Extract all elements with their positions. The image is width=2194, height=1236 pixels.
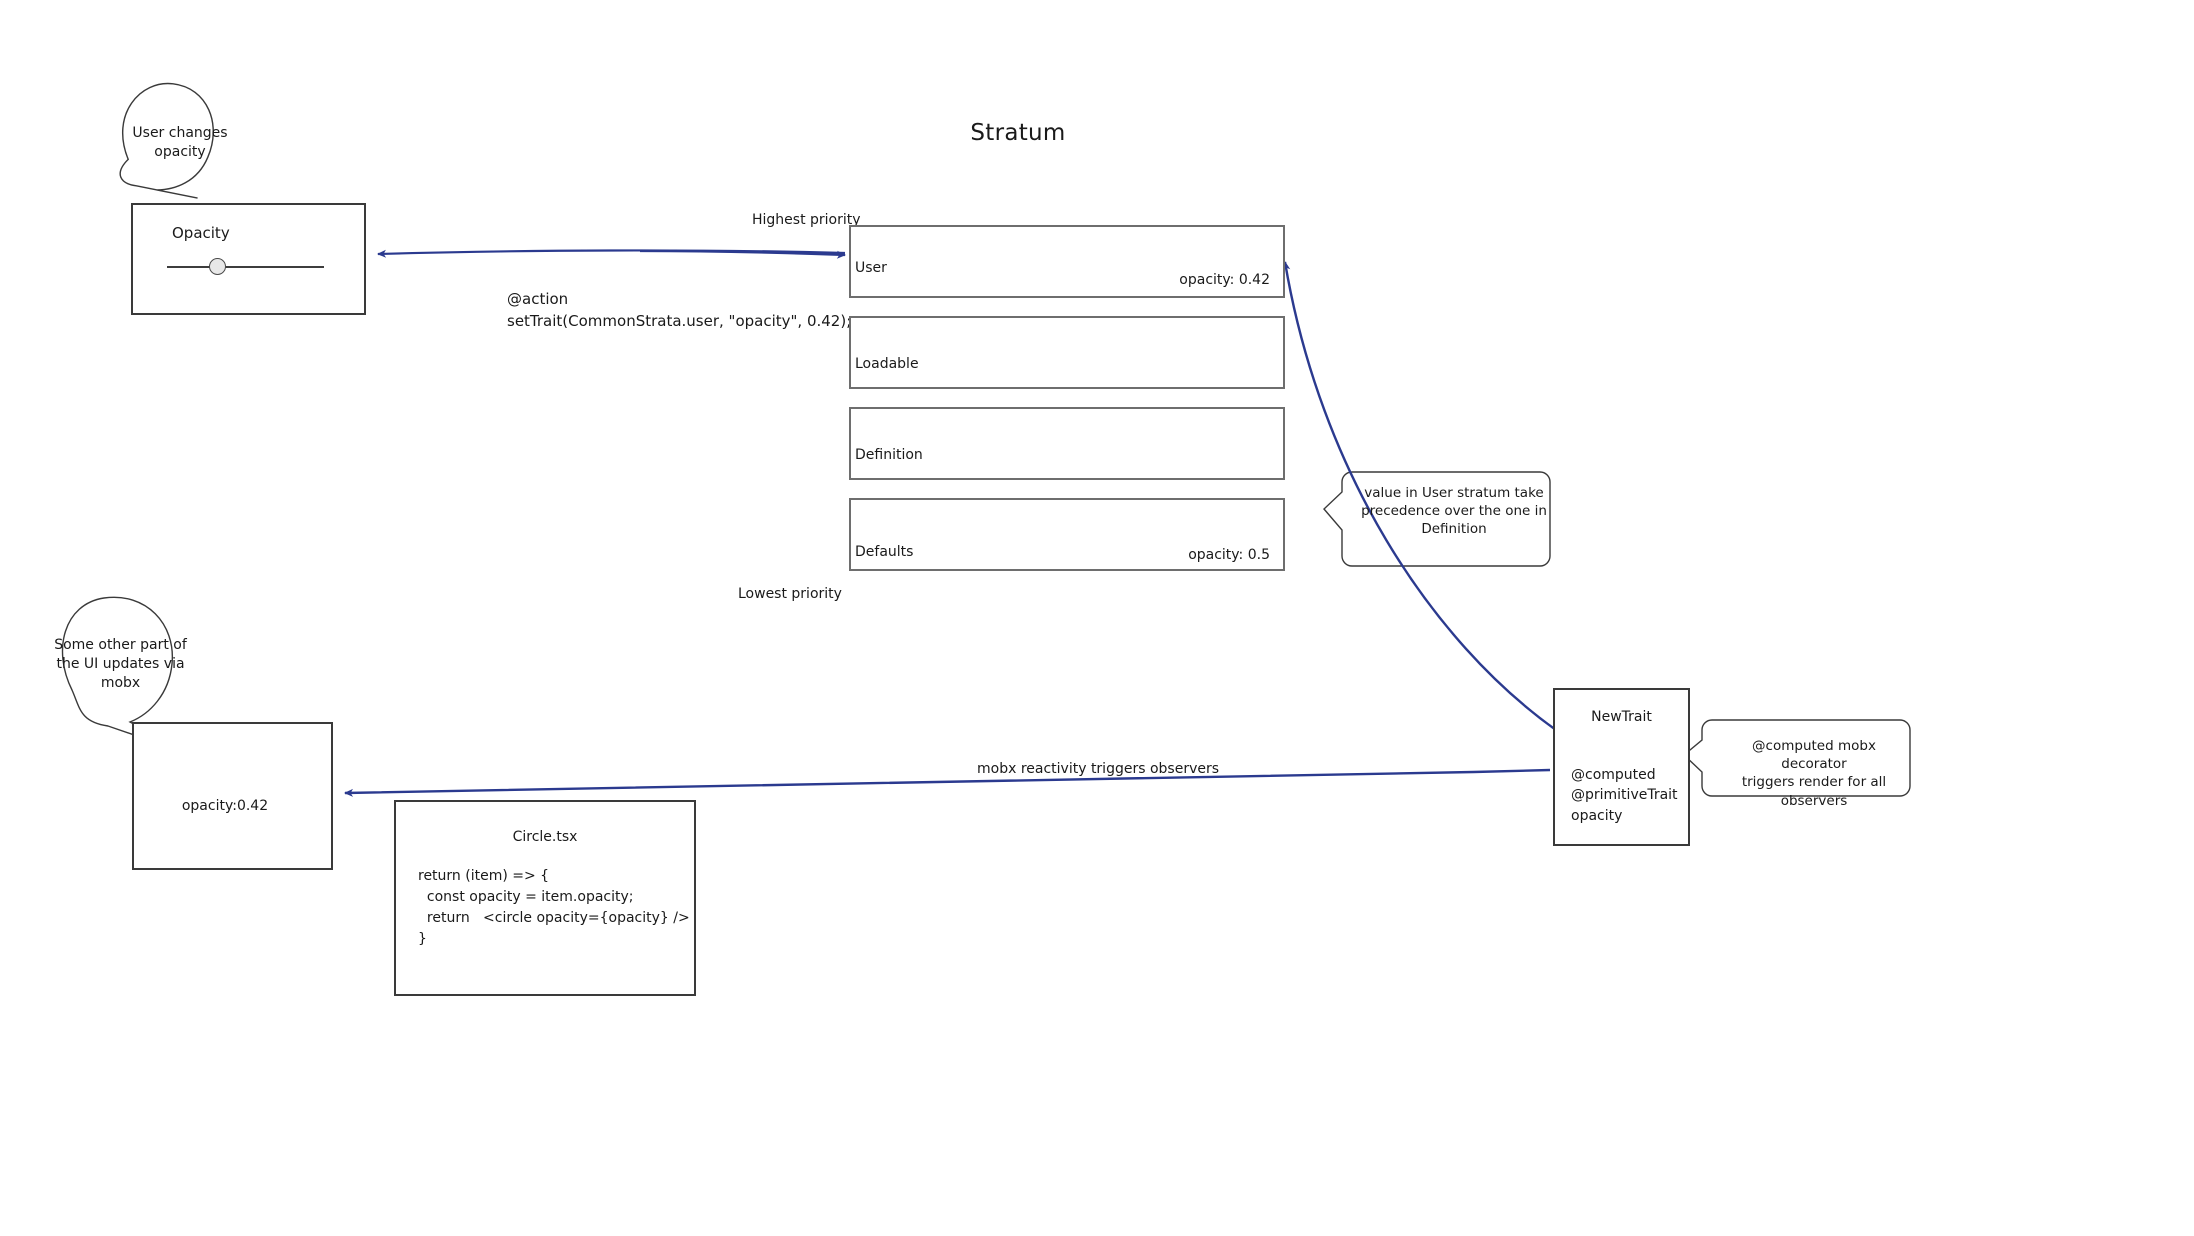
opacity-slider-track[interactable] <box>167 266 324 268</box>
circle-preview-panel[interactable] <box>132 722 333 870</box>
newtrait-title: NewTrait <box>1591 709 1652 725</box>
callout-some-other-ui-label: Some other part of the UI updates via mo… <box>54 637 187 691</box>
stratum-label-loadable: Loadable <box>855 356 919 372</box>
arrow-action-to-user <box>639 249 846 259</box>
stratum-label-definition: Definition <box>855 447 923 463</box>
opacity-panel-label: Opacity <box>172 224 230 242</box>
circle-opacity-label: opacity:0.42 <box>181 798 269 814</box>
code-panel-circle-tsx[interactable] <box>394 800 696 996</box>
callout-computed-mobx-label: @computed mobx decorator triggers render… <box>1741 738 1887 809</box>
newtrait-box[interactable] <box>1553 688 1690 846</box>
code-panel-title: Circle.tsx <box>512 829 578 845</box>
stratum-label-defaults: Defaults <box>855 544 914 560</box>
lowest-priority-label: Lowest priority <box>738 586 842 602</box>
code-panel-body: return (item) => { const opacity = item.… <box>418 868 690 947</box>
stratum-value-user: opacity: 0.42 <box>1179 272 1270 288</box>
opacity-panel[interactable] <box>131 203 366 315</box>
newtrait-body: @computed @primitiveTrait opacity <box>1571 767 1678 824</box>
page-title: Stratum <box>970 120 1066 146</box>
arrow-user-to-opacity <box>377 249 846 258</box>
stratum-box-defaults[interactable] <box>849 498 1285 571</box>
action-code-note: @action setTrait(CommonStrata.user, "opa… <box>507 290 852 330</box>
callout-user-changes-label: User changes opacity <box>132 125 228 160</box>
stratum-value-defaults: opacity: 0.5 <box>1188 547 1270 563</box>
highest-priority-label: Highest priority <box>752 212 861 228</box>
opacity-slider-thumb[interactable] <box>209 258 226 275</box>
arrow-newtrait-to-circle <box>344 768 1551 797</box>
callout-precedence-label: value in User stratum take precedence ov… <box>1361 485 1547 538</box>
edge-label-mobx-reactivity: mobx reactivity triggers observers <box>977 761 1220 777</box>
stratum-box-loadable[interactable] <box>849 316 1285 389</box>
stratum-label-user: User <box>855 260 887 276</box>
stratum-box-user[interactable] <box>849 225 1285 298</box>
stratum-box-definition[interactable] <box>849 407 1285 480</box>
